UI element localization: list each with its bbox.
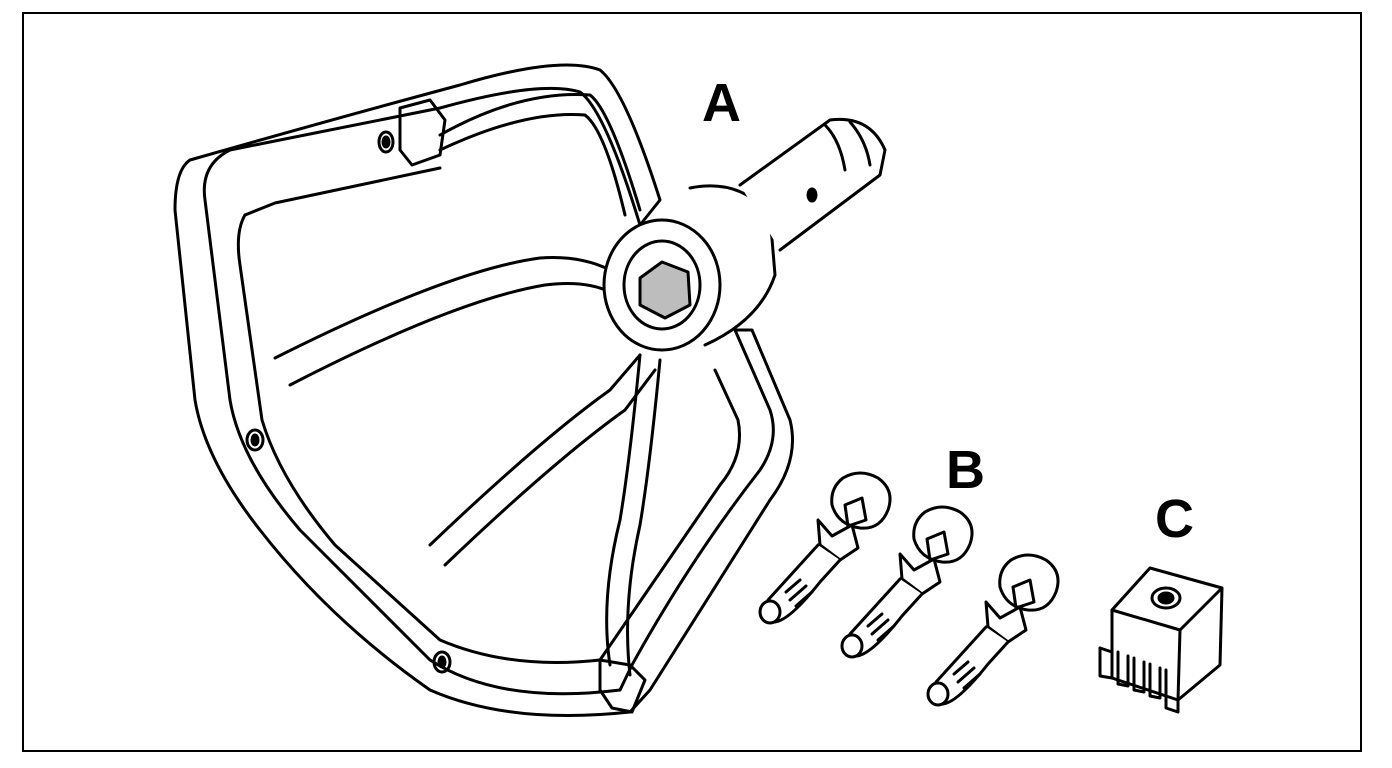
part-c-clamp-icon [1098,566,1224,714]
part-c-label: C [1155,489,1194,549]
part-b-screw-2-icon [840,505,974,659]
part-b-label: B [946,440,985,500]
part-a-beater-icon [173,63,887,718]
part-b-screw-1-icon [758,471,892,625]
part-b-screw-3-icon [926,553,1060,707]
part-a-label: A [702,73,741,133]
